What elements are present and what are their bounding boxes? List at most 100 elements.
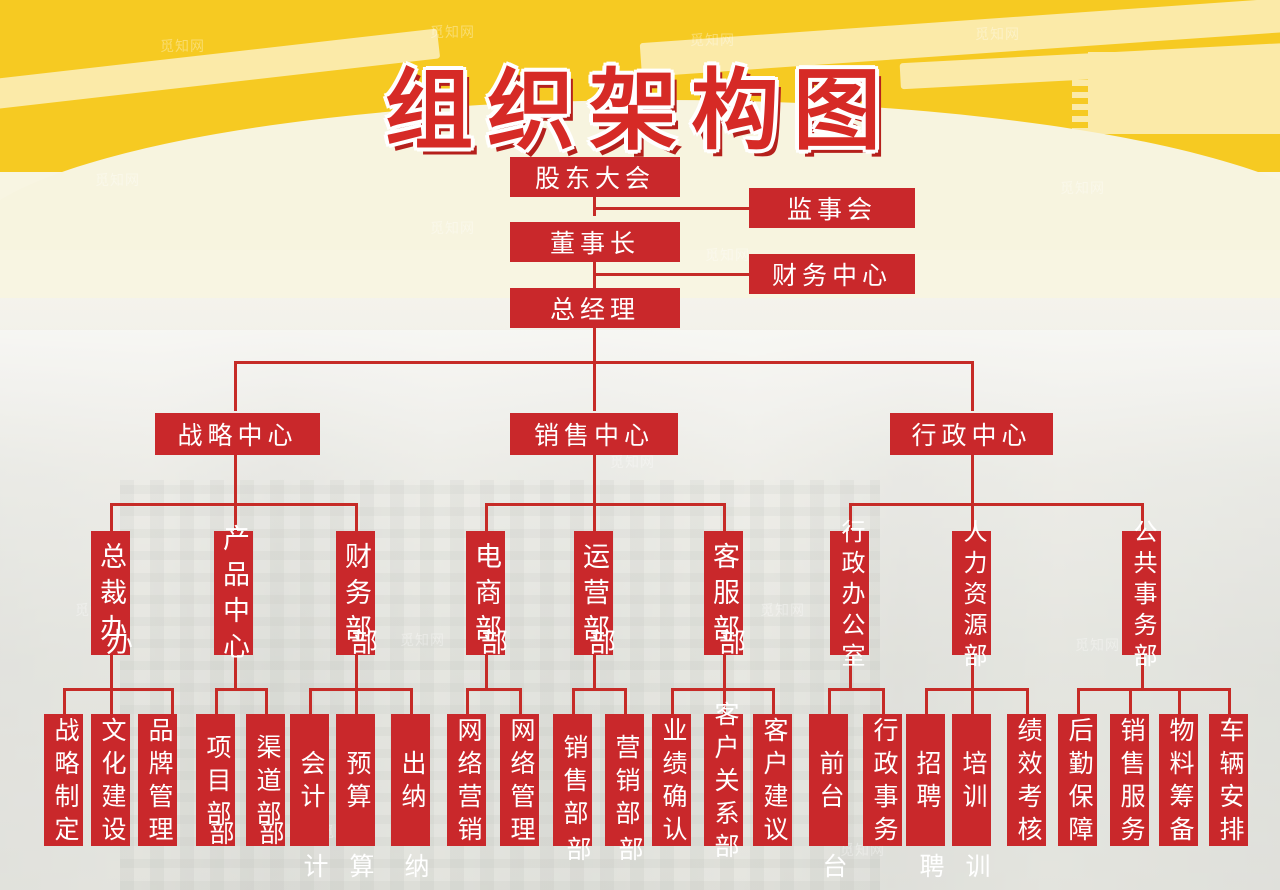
connector-service-trunk (723, 655, 726, 690)
connector-bus-sales (593, 361, 596, 411)
node-operations-dept[interactable]: 运营部 (574, 531, 613, 655)
connector-hr-l3 (1026, 688, 1029, 714)
leaf-recruiting[interactable]: 招聘 (906, 714, 945, 846)
overflow-marketing-dept: 部 (615, 836, 644, 869)
watermark: 觅知网 (1060, 181, 1105, 197)
connector-ecommerce-bus (466, 688, 522, 691)
connector-publicaffairs-bus (1077, 688, 1229, 691)
connector-operations-bus (572, 688, 627, 691)
page-title: 组织架构图 (384, 58, 895, 162)
node-admin-office[interactable]: 行政办公室 (830, 519, 869, 674)
connector-bus-strategy (234, 361, 237, 411)
connector-product-l2 (265, 688, 268, 714)
leaf-front-desk[interactable]: 前台 (809, 714, 848, 846)
leaf-admin-affairs[interactable]: 行政事务 (863, 714, 902, 849)
watermark: 觅知网 (610, 455, 655, 471)
connector-service-l1 (671, 688, 674, 714)
leaf-network-marketing[interactable]: 网络营销 (447, 714, 486, 849)
connector-operations-l1 (572, 688, 575, 714)
node-finance-dept[interactable]: 财务部 (336, 531, 375, 655)
connector-ecommerce-l1 (466, 688, 469, 714)
node-admin-center[interactable]: 行政中心 (890, 413, 1053, 455)
connector-publicaffairs-l4 (1228, 688, 1231, 714)
leaf-sales-service[interactable]: 销售服务 (1110, 714, 1149, 849)
connector-service-l3 (772, 688, 775, 714)
watermark: 觅知网 (160, 39, 205, 55)
connector-president-l2 (110, 688, 113, 714)
leaf-performance-review[interactable]: 绩效考核 (1007, 714, 1046, 849)
leaf-culture-building[interactable]: 文化建设 (91, 714, 130, 849)
connector-publicaffairs-l3 (1178, 688, 1181, 714)
connector-product-trunk (234, 655, 237, 690)
overflow-operations-dept: 部 (584, 628, 615, 663)
connector-product-bus (215, 688, 268, 691)
connector-adminoffice-trunk (849, 655, 852, 690)
leaf-material-preparation[interactable]: 物料筹备 (1159, 714, 1198, 849)
overflow-recruiting: 聘 (916, 853, 945, 886)
watermark: 觅知网 (430, 25, 475, 41)
node-customer-service-dept[interactable]: 客服部 (704, 531, 743, 655)
leaf-accounting[interactable]: 会计 (290, 714, 329, 846)
node-public-affairs-dept[interactable]: 公共事务部 (1122, 519, 1161, 674)
connector-strategy-c1 (110, 503, 113, 531)
connector-hr-trunk (971, 655, 974, 690)
node-hr-dept[interactable]: 人力资源部 (952, 519, 991, 674)
connector-ecommerce-trunk (485, 655, 488, 690)
connector-president-l3 (171, 688, 174, 714)
leaf-training[interactable]: 培训 (952, 714, 991, 846)
overflow-president-office: 办 (101, 628, 132, 663)
node-ecommerce-dept[interactable]: 电商部 (466, 531, 505, 655)
node-shareholders-meeting[interactable]: 股东大会 (510, 157, 680, 197)
connector-hr-l1 (925, 688, 928, 714)
connector-sales-c1 (485, 503, 488, 531)
leaf-budget[interactable]: 预算 (336, 714, 375, 846)
overflow-finance-dept: 部 (346, 628, 377, 663)
watermark: 觅知网 (400, 633, 445, 649)
node-strategy-center[interactable]: 战略中心 (155, 413, 320, 455)
connector-sales-c3 (723, 503, 726, 531)
connector-sales-trunk (593, 453, 596, 505)
connector-admin-c1 (849, 503, 852, 531)
node-finance-center[interactable]: 财务中心 (749, 254, 915, 294)
watermark: 觅知网 (690, 33, 735, 49)
node-sales-center[interactable]: 销售中心 (510, 413, 678, 455)
connector-admin-trunk (971, 453, 974, 505)
leaf-project-dept[interactable]: 项目部 (196, 714, 235, 846)
connector-president-bus (63, 688, 174, 691)
leaf-sales-dept[interactable]: 销售部 (553, 714, 592, 846)
node-board-of-supervisors[interactable]: 监事会 (749, 188, 915, 228)
leaf-performance-confirmation[interactable]: 业绩确认 (652, 714, 691, 849)
overflow-training: 训 (962, 853, 991, 886)
connector-financedept-l3 (410, 688, 413, 714)
connector-ecommerce-l2 (519, 688, 522, 714)
connector-to-supervisors (593, 207, 755, 210)
connector-product-l1 (215, 688, 218, 714)
watermark: 觅知网 (95, 173, 140, 189)
leaf-customer-relations[interactable]: 客户关系部 (704, 701, 743, 866)
overflow-project-dept: 部 (206, 820, 235, 853)
node-general-manager[interactable]: 总经理 (510, 288, 680, 328)
connector-publicaffairs-trunk (1141, 655, 1144, 690)
connector-president-l1 (63, 688, 66, 714)
connector-adminoffice-bus (828, 688, 885, 691)
connector-hr-l2 (971, 688, 974, 714)
leaf-vehicle-arrangement[interactable]: 车辆安排 (1209, 714, 1248, 849)
leaf-marketing-dept[interactable]: 营销部 (605, 714, 644, 846)
leaf-network-management[interactable]: 网络管理 (500, 714, 539, 849)
leaf-strategy-making[interactable]: 战略制定 (44, 714, 83, 849)
leaf-cashier[interactable]: 出纳 (391, 714, 430, 846)
watermark: 觅知网 (430, 221, 475, 237)
connector-to-finance-center (593, 273, 755, 276)
watermark: 觅知网 (760, 603, 805, 619)
leaf-customer-advice[interactable]: 客户建议 (753, 714, 792, 849)
connector-strategy-c2 (234, 503, 237, 531)
node-product-center[interactable]: 产品中心 (214, 524, 253, 668)
connector-admin-bus (849, 503, 1144, 506)
overflow-ecommerce-dept: 部 (476, 628, 507, 663)
leaf-logistics-support[interactable]: 后勤保障 (1058, 714, 1097, 849)
leaf-brand-management[interactable]: 品牌管理 (138, 714, 177, 849)
node-chairman[interactable]: 董事长 (510, 222, 680, 262)
node-president-office[interactable]: 总裁办 (91, 531, 130, 655)
leaf-channel-dept[interactable]: 渠道部 (246, 714, 285, 846)
